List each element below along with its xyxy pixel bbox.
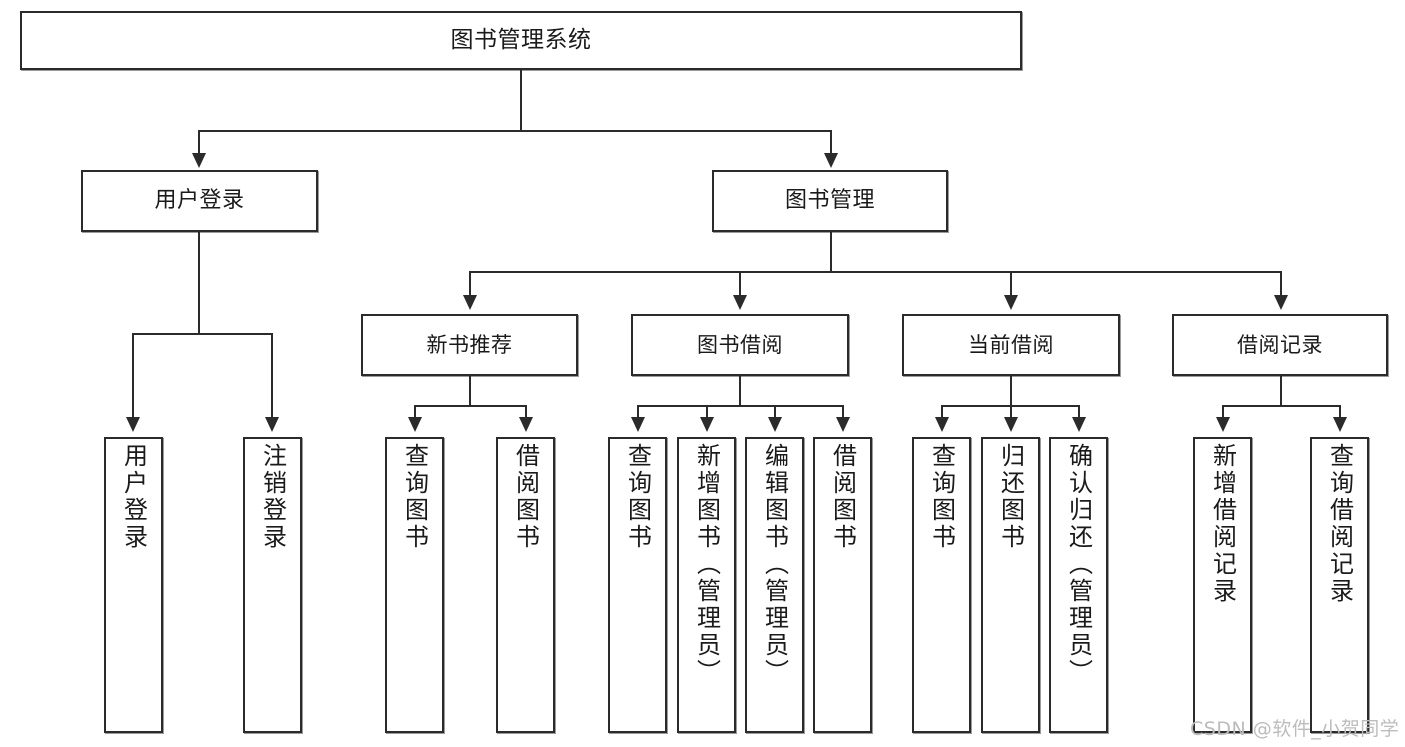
- leaf-user-logout[interactable]: 注销登录: [243, 437, 302, 733]
- connector-book-manage-stem: [830, 232, 832, 273]
- node-book-manage[interactable]: 图书管理: [712, 170, 948, 232]
- arrow-down-icon: [631, 417, 645, 432]
- node-label: 借阅图书: [511, 443, 540, 551]
- leaf-user-login[interactable]: 用户登录: [104, 437, 163, 733]
- arrow-down-icon: [1274, 295, 1288, 310]
- node-label: 归还图书: [996, 443, 1025, 551]
- node-label: 用户登录: [154, 188, 245, 214]
- node-label: 图书管理系统: [450, 26, 592, 53]
- leaf-add-book[interactable]: 新增图书（管理员）: [677, 437, 736, 733]
- leaf-return-book[interactable]: 归还图书: [981, 437, 1040, 733]
- connector-to-new-book-recommend: [469, 271, 471, 297]
- connector-root-bus: [198, 130, 832, 132]
- connector-to-leaf-confirm-return: [1078, 405, 1080, 419]
- connector-to-leaf-query-book-3: [941, 405, 943, 419]
- connector-to-leaf-borrow-book-2: [842, 405, 844, 419]
- node-label: 查询图书: [623, 443, 652, 551]
- arrow-down-icon: [1216, 417, 1230, 432]
- connector-to-leaf-add-record: [1222, 405, 1224, 419]
- connector-to-leaf-return-book: [1010, 405, 1012, 419]
- connector-borrow-record-bus: [1222, 405, 1340, 407]
- node-label: 当前借阅: [968, 332, 1054, 357]
- connector-to-book-borrow: [739, 271, 741, 297]
- connector-borrow-record-stem: [1280, 376, 1282, 407]
- connector-book-borrow-bus: [637, 405, 843, 407]
- connector-root-to-user-login: [198, 130, 200, 155]
- leaf-edit-book[interactable]: 编辑图书（管理员）: [745, 437, 804, 733]
- node-book-borrow[interactable]: 图书借阅: [631, 314, 849, 376]
- connector-to-leaf-user-logout: [271, 333, 273, 419]
- arrow-down-icon: [126, 417, 140, 432]
- node-label: 图书借阅: [697, 332, 783, 357]
- node-label: 查询图书: [927, 443, 956, 551]
- leaf-query-book-current[interactable]: 查询图书: [912, 437, 971, 733]
- connector-to-leaf-edit-book: [774, 405, 776, 419]
- node-label: 查询图书: [400, 443, 429, 551]
- connector-to-leaf-add-book: [706, 405, 708, 419]
- connector-root-stem: [520, 70, 522, 131]
- connector-to-leaf-query-record: [1339, 405, 1341, 419]
- connector-to-borrow-record: [1280, 271, 1282, 297]
- node-label: 新增图书（管理员）: [692, 443, 721, 686]
- node-label: 确认归还（管理员）: [1064, 443, 1093, 686]
- leaf-add-borrow-record[interactable]: 新增借阅记录: [1193, 437, 1252, 733]
- connector-book-borrow-stem: [739, 376, 741, 407]
- node-borrow-record[interactable]: 借阅记录: [1172, 314, 1388, 376]
- arrow-down-icon: [824, 153, 838, 168]
- leaf-query-borrow-record[interactable]: 查询借阅记录: [1310, 437, 1369, 733]
- node-label: 注销登录: [258, 443, 287, 551]
- connector-to-current-borrow: [1010, 271, 1012, 297]
- arrow-down-icon: [1004, 295, 1018, 310]
- node-new-book-recommend[interactable]: 新书推荐: [361, 314, 578, 376]
- node-label: 查询借阅记录: [1325, 443, 1354, 605]
- leaf-query-book-borrow[interactable]: 查询图书: [608, 437, 667, 733]
- arrow-down-icon: [733, 295, 747, 310]
- connector-user-login-stem: [198, 232, 200, 334]
- arrow-down-icon: [192, 153, 206, 168]
- connector-current-borrow-stem: [1010, 376, 1012, 407]
- node-user-login[interactable]: 用户登录: [81, 170, 318, 232]
- node-label: 编辑图书（管理员）: [760, 443, 789, 686]
- arrow-down-icon: [935, 417, 949, 432]
- arrow-down-icon: [1004, 417, 1018, 432]
- arrow-down-icon: [700, 417, 714, 432]
- leaf-borrow-book-recommend[interactable]: 借阅图书: [496, 437, 555, 733]
- node-label: 图书管理: [784, 188, 875, 214]
- arrow-down-icon: [1333, 417, 1347, 432]
- leaf-borrow-book[interactable]: 借阅图书: [813, 437, 872, 733]
- connector-root-to-book-manage: [830, 130, 832, 155]
- arrow-down-icon: [836, 417, 850, 432]
- connector-to-leaf-query-book-2: [637, 405, 639, 419]
- connector-to-leaf-user-login: [132, 333, 134, 419]
- connector-to-leaf-borrow-book-1: [525, 405, 527, 419]
- connector-book-manage-bus: [469, 271, 1281, 273]
- node-current-borrow[interactable]: 当前借阅: [902, 314, 1120, 376]
- node-label: 新增借阅记录: [1208, 443, 1237, 605]
- node-root-book-management-system[interactable]: 图书管理系统: [20, 11, 1022, 70]
- connector-new-book-stem: [469, 376, 471, 407]
- node-label: 借阅图书: [828, 443, 857, 551]
- arrow-down-icon: [265, 417, 279, 432]
- arrow-down-icon: [408, 417, 422, 432]
- node-label: 借阅记录: [1237, 332, 1323, 357]
- arrow-down-icon: [519, 417, 533, 432]
- connector-to-leaf-query-book-1: [414, 405, 416, 419]
- node-label: 用户登录: [119, 443, 148, 551]
- connector-new-book-bus: [414, 405, 526, 407]
- leaf-query-book-recommend[interactable]: 查询图书: [385, 437, 444, 733]
- arrow-down-icon: [1072, 417, 1086, 432]
- node-label: 新书推荐: [426, 332, 513, 357]
- leaf-confirm-return[interactable]: 确认归还（管理员）: [1049, 437, 1108, 733]
- connector-user-login-bus: [132, 333, 272, 335]
- arrow-down-icon: [463, 295, 477, 310]
- arrow-down-icon: [768, 417, 782, 432]
